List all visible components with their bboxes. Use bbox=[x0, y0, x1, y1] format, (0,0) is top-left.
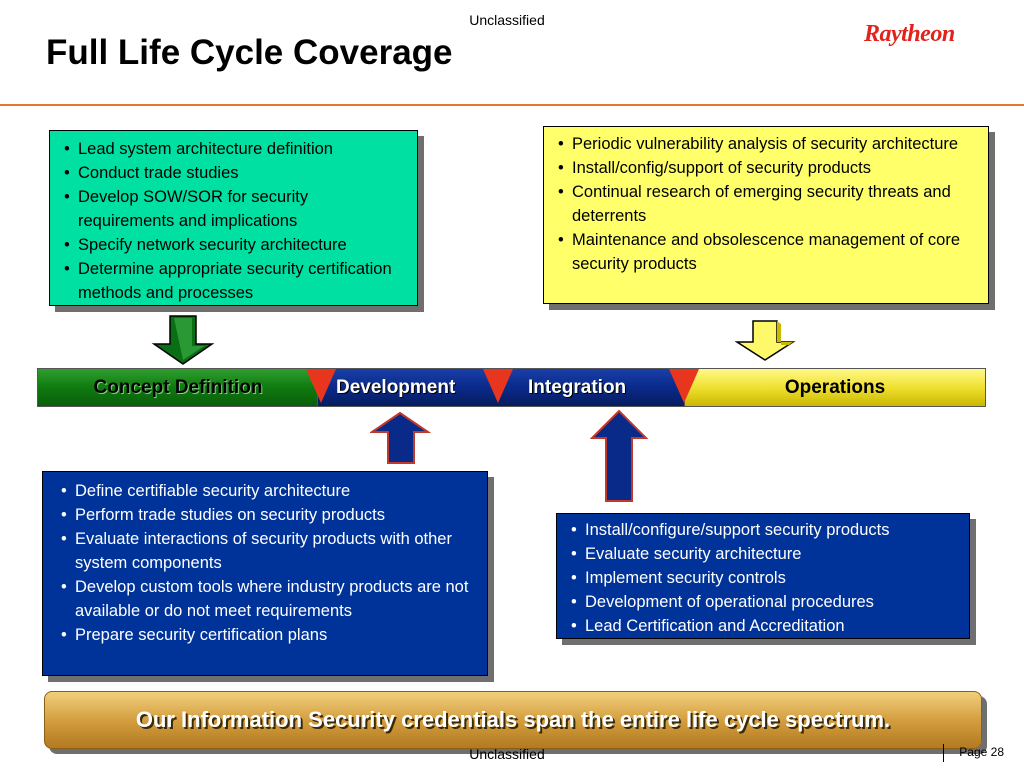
page-number: Page 28 bbox=[959, 745, 1004, 759]
list-item: Perform trade studies on security produc… bbox=[55, 503, 479, 527]
list-item: Develop SOW/SOR for security requirement… bbox=[58, 185, 409, 233]
list-item: Implement security controls bbox=[565, 566, 961, 590]
list-item: Evaluate interactions of security produc… bbox=[55, 527, 479, 575]
phase-marker-icon bbox=[306, 369, 336, 403]
list-item: Install/config/support of security produ… bbox=[552, 156, 980, 180]
phase-label-development: Development bbox=[336, 376, 456, 398]
page-divider bbox=[943, 744, 944, 762]
arrow-up-blue-icon bbox=[370, 411, 432, 464]
list-item: Periodic vulnerability analysis of secur… bbox=[552, 132, 980, 156]
integration-box: Install/configure/support security produ… bbox=[556, 513, 970, 639]
phase-label-operations: Operations bbox=[784, 376, 886, 398]
summary-banner: Our Information Security credentials spa… bbox=[44, 691, 982, 749]
phase-label-concept: Concept Definition bbox=[93, 376, 263, 398]
page-title: Full Life Cycle Coverage bbox=[46, 33, 453, 72]
operations-box: Periodic vulnerability analysis of secur… bbox=[543, 126, 989, 304]
phase-operations: Operations bbox=[684, 368, 986, 407]
list-item: Lead Certification and Accreditation bbox=[565, 614, 961, 638]
classification-top: Unclassified bbox=[469, 12, 545, 28]
list-item: Determine appropriate security certifica… bbox=[58, 257, 409, 305]
list-item: Conduct trade studies bbox=[58, 161, 409, 185]
arrow-up-blue-tall-icon bbox=[590, 409, 649, 502]
list-item: Install/configure/support security produ… bbox=[565, 518, 961, 542]
phase-marker-icon bbox=[669, 369, 699, 403]
list-item: Continual research of emerging security … bbox=[552, 180, 980, 228]
list-item: Development of operational procedures bbox=[565, 590, 961, 614]
list-item: Define certifiable security architecture bbox=[55, 479, 479, 503]
list-item: Prepare security certification plans bbox=[55, 623, 479, 647]
concept-definition-box: Lead system architecture definition Cond… bbox=[49, 130, 418, 306]
list-item: Specify network security architecture bbox=[58, 233, 409, 257]
phase-concept-definition: Concept Definition bbox=[37, 368, 319, 407]
arrow-down-yellow-icon bbox=[735, 320, 796, 362]
list-item: Evaluate security architecture bbox=[565, 542, 961, 566]
arrow-down-green-icon bbox=[151, 315, 215, 365]
raytheon-logo: Raytheon bbox=[864, 21, 955, 47]
list-item: Maintenance and obsolescence management … bbox=[552, 228, 980, 276]
list-item: Lead system architecture definition bbox=[58, 137, 409, 161]
header-divider bbox=[0, 104, 1024, 106]
classification-bottom: Unclassified bbox=[469, 746, 545, 762]
phase-label-integration: Integration bbox=[528, 376, 627, 398]
development-box: Define certifiable security architecture… bbox=[42, 471, 488, 676]
banner-text: Our Information Security credentials spa… bbox=[135, 707, 891, 732]
list-item: Develop custom tools where industry prod… bbox=[55, 575, 479, 623]
phase-marker-icon bbox=[483, 369, 513, 403]
